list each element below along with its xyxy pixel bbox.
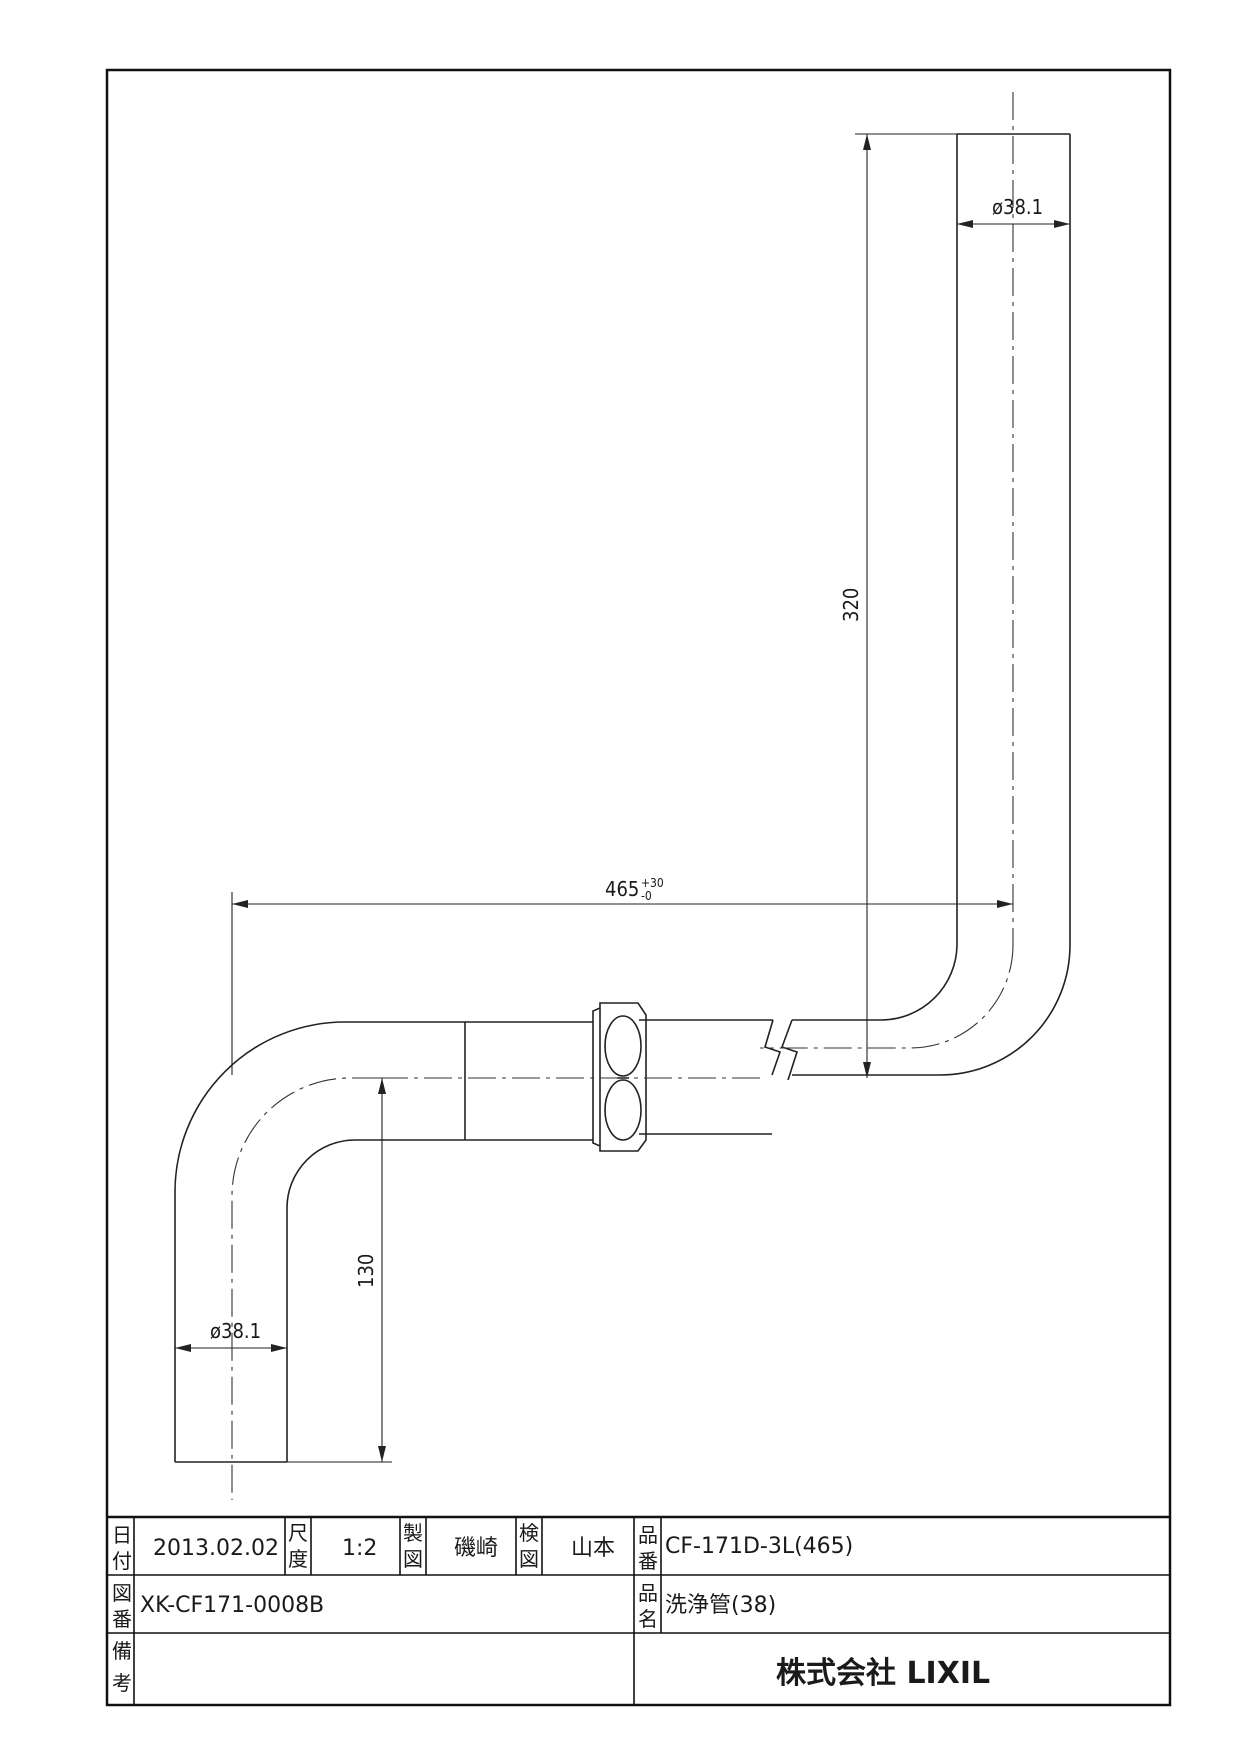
centerline-right-bend [760,944,1014,1049]
label-drawn-1: 製 [403,1521,423,1545]
label-drawingno-2: 番 [112,1607,132,1631]
label-checked-1: 検 [519,1521,539,1545]
coupling-nut [592,1002,647,1152]
label-drawn-2: 図 [403,1547,423,1571]
pipe-left-outer [174,1021,465,1462]
label-drawingno-1: 図 [112,1581,132,1605]
label-name-1: 品 [638,1581,658,1605]
pipe-drawing [174,133,1071,1463]
title-block-values: 2013.02.02 1:2 磯崎 山本 CF-171D-3L(465) XK-… [140,1534,853,1618]
part-number-value: CF-171D-3L(465) [665,1534,853,1559]
label-remarks-2: 考 [112,1671,132,1695]
label-date-2: 付 [112,1549,132,1573]
break-line-left [764,1019,782,1076]
label-date-1: 日 [112,1523,132,1547]
dim-text-320: 320 [839,588,863,622]
date-value: 2013.02.02 [153,1536,279,1561]
label-scale-2: 度 [288,1547,308,1571]
drawing-number-value: XK-CF171-0008B [140,1593,324,1618]
arrow-320-top [863,134,871,150]
arrow-dia-bottom-right [271,1344,287,1352]
nut-flat-bottom [604,1079,642,1141]
title-block-labels: 日 付 尺 度 製 図 検 図 品 番 図 番 品 名 備 考 [112,1521,658,1695]
arrow-465-right [997,900,1013,908]
pipe-left-inner [286,1139,465,1462]
dim-text-tol-minus: -0 [641,889,652,903]
dim-text-465: 465 [605,877,639,901]
dim-text-tol-plus: +30 [641,876,664,890]
arrow-dia-bottom-left [175,1344,191,1352]
centerline-left-bend [231,1077,380,1500]
part-name-value: 洗浄管(38) [665,1593,776,1618]
dim-text-130: 130 [354,1254,378,1288]
break-line-right [780,1019,799,1081]
dim-text-dia-top: ø38.1 [992,195,1043,219]
scale-value: 1:2 [342,1536,377,1561]
label-partno-1: 品 [638,1523,658,1547]
arrowheads [175,134,1070,1462]
pipe-right-outer [792,134,1071,1076]
sheet-border [105,68,1172,1707]
arrow-465-left [232,900,248,908]
label-checked-2: 図 [519,1547,539,1571]
arrow-130-bottom [378,1446,386,1462]
label-remarks-1: 備 [112,1639,132,1663]
arrow-dia-top-right [1054,220,1070,228]
dimension-lines [175,133,1070,1463]
arrow-130-top [378,1078,386,1094]
label-scale-1: 尺 [288,1521,308,1545]
label-partno-2: 番 [638,1549,658,1573]
nut-flat-top [604,1015,642,1077]
company-name: 株式会社 LIXIL [776,1656,990,1691]
checked-by-value: 山本 [571,1536,615,1561]
pipe-right-inner [792,134,958,1021]
label-name-2: 名 [638,1607,658,1631]
drawn-by-value: 磯崎 [454,1536,498,1561]
title-block [107,1515,1170,1705]
centerlines [231,92,1014,1500]
sleeve [464,1021,593,1141]
dim-text-dia-bottom: ø38.1 [210,1319,261,1343]
arrow-dia-top-left [957,220,973,228]
arrow-320-bottom [863,1062,871,1078]
